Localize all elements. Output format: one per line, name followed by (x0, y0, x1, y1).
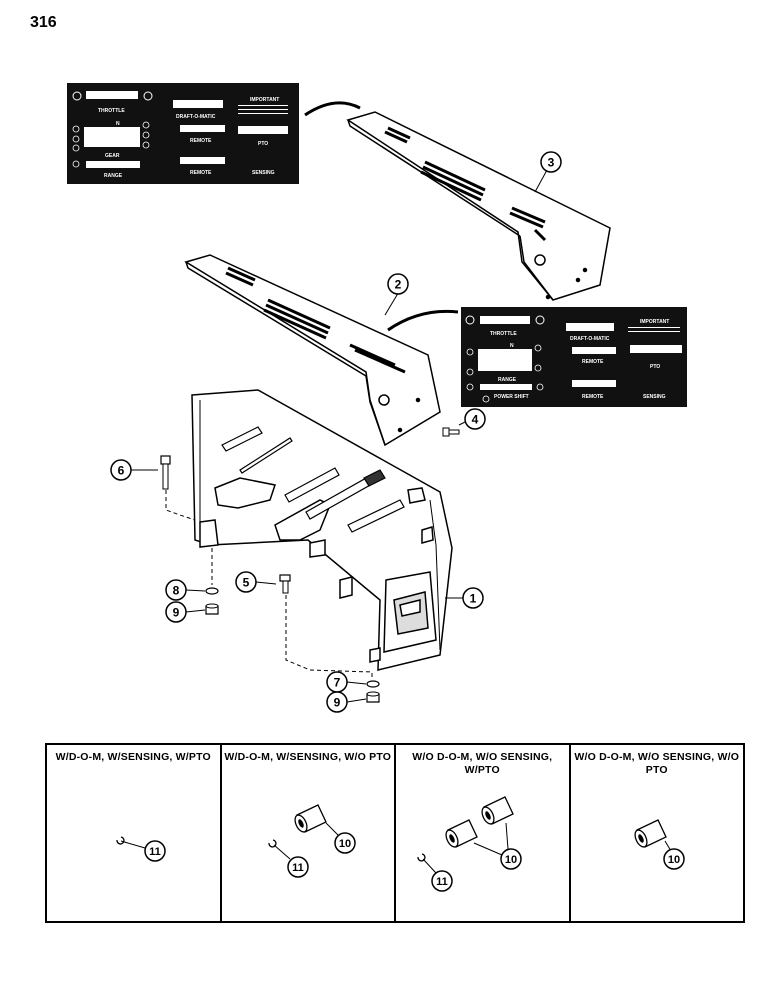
retaining-clip-11 (116, 836, 125, 845)
variant-header-3: W/O D-O-M, W/O SENSING, W/PTO (412, 751, 553, 776)
callout-11: 11 (286, 856, 309, 878)
console-support-bracket (191, 389, 453, 671)
svg-text:3: 3 (548, 156, 555, 170)
decal-range-label: RANGE (498, 377, 517, 383)
leader-arrow-decal-right (387, 309, 459, 332)
callout-3: 3 (540, 151, 562, 173)
svg-text:4: 4 (472, 413, 479, 427)
svg-text:10: 10 (667, 854, 679, 866)
svg-text:1: 1 (470, 592, 477, 606)
svg-text:9: 9 (173, 606, 180, 620)
variant-header-1: W/D-O-M, W/SENSING, W/PTO (55, 751, 211, 763)
page-number: 316 (30, 14, 57, 31)
bolt-6 (160, 455, 171, 490)
variant-3-parts: 11 10 (417, 796, 522, 892)
spacer-sleeve-10 (445, 819, 478, 848)
upper-console-panel (346, 111, 611, 301)
retaining-clip-11 (267, 839, 277, 848)
nut-9-left (205, 603, 219, 615)
variant-cell-4: W/O D-O-M, W/O SENSING, W/O PTO 10 (571, 745, 744, 921)
lock-washer-7 (366, 680, 380, 688)
decal-gear-label: GEAR (105, 153, 120, 159)
decal-remote-label-2: REMOTE (582, 394, 604, 400)
spacer-sleeve-10 (633, 819, 667, 848)
decal-pto-label: PTO (650, 364, 660, 370)
decal-n-label: N (510, 343, 514, 349)
svg-text:2: 2 (395, 278, 402, 292)
decal-remote-label-1: REMOTE (582, 359, 604, 365)
callout-11: 11 (144, 840, 166, 862)
svg-text:11: 11 (436, 876, 448, 888)
spacer-sleeve-10 (293, 804, 327, 833)
variant-cell-3: W/O D-O-M, W/O SENSING, W/PTO 11 (396, 745, 571, 921)
exploded-parts-diagram: THROTTLE DRAFT-O-MATIC IMPORTANT N REMOT… (67, 83, 687, 713)
decal-remote-label-2: REMOTE (190, 170, 212, 176)
svg-text:5: 5 (243, 576, 250, 590)
decal-power-shift-label: POWER SHIFT (494, 394, 529, 400)
callout-9-left: 9 (165, 601, 187, 623)
decal-draft-label: DRAFT-O-MATIC (176, 114, 216, 120)
callout-7: 7 (326, 671, 348, 693)
callout-6: 6 (110, 459, 132, 481)
lower-console-panel (184, 254, 441, 447)
leader-arrow-decal-top (304, 101, 361, 117)
spacer-sleeve-10 (481, 796, 514, 825)
decal-sensing-label: SENSING (252, 170, 275, 176)
svg-text:11: 11 (292, 862, 304, 874)
decal-range-label: RANGE (104, 173, 123, 179)
variant-cell-1: W/D-O-M, W/SENSING, W/PTO 11 (47, 745, 222, 921)
nut-9-right (366, 691, 380, 703)
callout-4: 4 (464, 408, 486, 430)
decal-throttle-label: THROTTLE (490, 331, 517, 337)
decal-draft-label: DRAFT-O-MATIC (570, 336, 610, 342)
callout-9-right: 9 (326, 691, 348, 713)
callout-11: 11 (431, 870, 453, 892)
callout-10: 10 (662, 848, 685, 870)
lock-washer-8 (205, 587, 219, 595)
decal-pto-label: PTO (258, 141, 268, 147)
decal-important-label: IMPORTANT (250, 97, 279, 103)
callout-1: 1 (462, 587, 484, 609)
variant-cell-2: W/D-O-M, W/SENSING, W/O PTO 11 10 (222, 745, 396, 921)
svg-text:10: 10 (505, 854, 517, 866)
instrument-decal-right: THROTTLE DRAFT-O-MATIC IMPORTANT N REMOT… (461, 307, 687, 407)
svg-text:11: 11 (149, 846, 161, 858)
rods (221, 426, 405, 533)
decal-throttle-label: THROTTLE (98, 108, 125, 114)
variant-header-2: W/D-O-M, W/SENSING, W/O PTO (224, 751, 392, 763)
svg-text:8: 8 (173, 584, 180, 598)
svg-text:10: 10 (338, 838, 350, 850)
callout-10: 10 (333, 832, 356, 854)
svg-text:7: 7 (334, 676, 341, 690)
callout-2: 2 (387, 273, 409, 295)
decal-sensing-label: SENSING (643, 394, 666, 400)
callout-10: 10 (500, 848, 522, 870)
callout-5: 5 (235, 571, 257, 593)
variant-header-4: W/O D-O-M, W/O SENSING, W/O PTO (574, 751, 740, 776)
callout-8: 8 (165, 579, 187, 601)
bolt-5 (279, 574, 291, 594)
decal-n-label: N (116, 121, 120, 127)
decal-important-label: IMPORTANT (640, 319, 669, 325)
decal-remote-label-1: REMOTE (190, 138, 212, 144)
svg-text:9: 9 (334, 696, 341, 710)
instrument-decal-top: THROTTLE DRAFT-O-MATIC IMPORTANT N REMOT… (67, 83, 299, 184)
svg-text:6: 6 (118, 464, 125, 478)
bolt-4 (442, 427, 460, 437)
variant-1-parts: 11 (116, 836, 166, 862)
variant-4-parts: 10 (633, 819, 685, 870)
variant-2-parts: 11 10 (267, 804, 356, 878)
variant-table: W/D-O-M, W/SENSING, W/PTO 11 W/D-O-M, W/… (45, 743, 745, 923)
